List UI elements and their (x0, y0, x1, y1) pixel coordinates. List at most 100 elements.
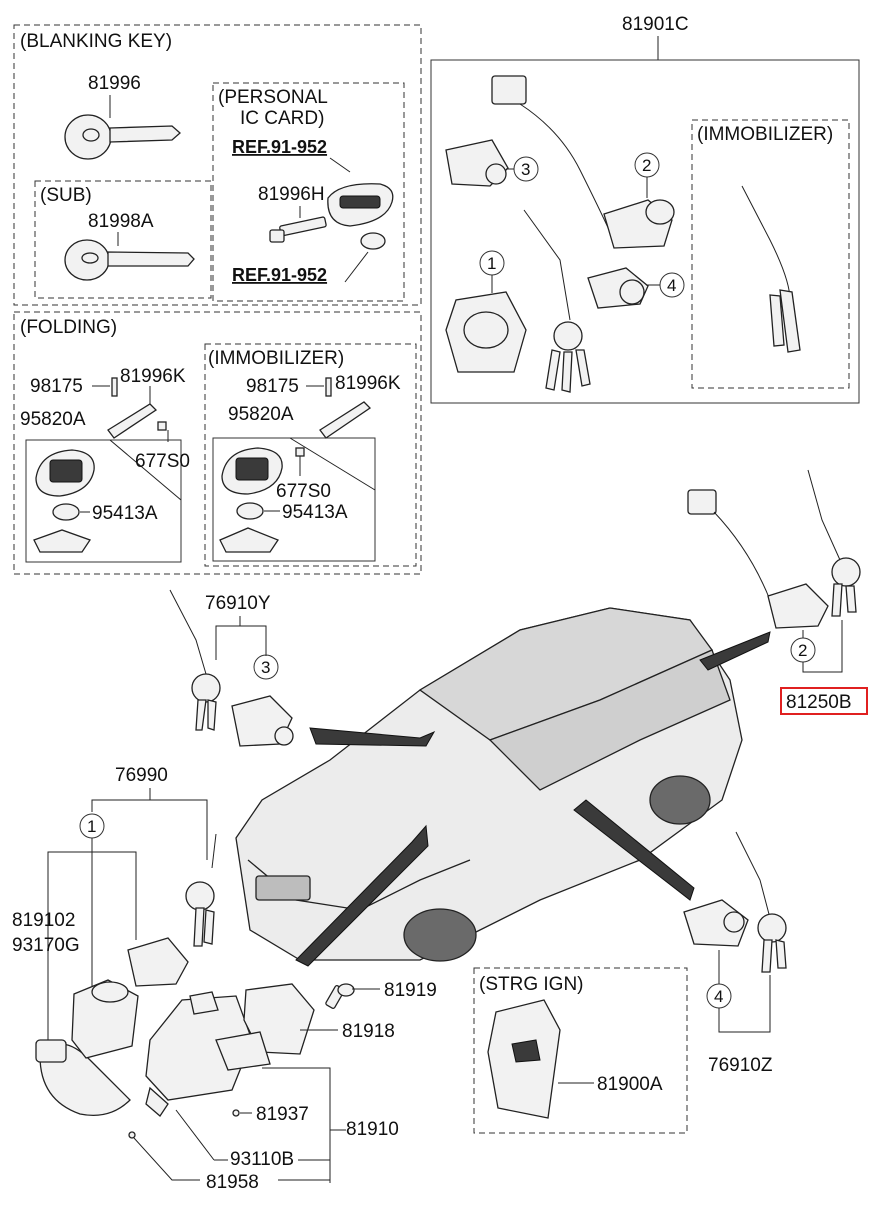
ref-91-952-bottom[interactable]: REF.91-952 (232, 265, 327, 285)
trunk-lock-81250b-part[interactable] (687, 469, 861, 629)
leader-76910y (215, 616, 267, 660)
arrow-ignition (295, 824, 429, 967)
part-677s0-label-a: 677S0 (135, 451, 190, 472)
pin-98175-a-part[interactable] (111, 377, 118, 397)
part-81937-label: 81937 (256, 1104, 309, 1125)
callout-4-top-text: 4 (667, 276, 676, 295)
leader-93110b (175, 1109, 215, 1161)
arrow-rear-door (573, 799, 695, 901)
personal-ic-card-box (212, 82, 405, 302)
part-81998a-label: 81998A (88, 211, 154, 232)
part-81958-label: 81958 (206, 1172, 259, 1193)
part-76910z-label: 76910Z (708, 1055, 773, 1076)
folding-key-fob-b-part[interactable] (221, 447, 283, 495)
immobilizer-folding-heading: (IMMOBILIZER) (208, 348, 344, 369)
part-95820a-label-a: 95820A (20, 409, 86, 430)
ref-91-952-top[interactable]: REF.91-952 (232, 137, 327, 157)
door-cylinder-76910y-part[interactable] (231, 695, 294, 747)
leader-81250b (802, 620, 843, 673)
immobilizer-folding-box (204, 343, 417, 567)
part-81250b-label: 81250B (786, 692, 852, 713)
part-76990-label: 76990 (115, 765, 168, 786)
ignition-cylinder-1-part[interactable] (71, 979, 139, 1059)
sub-key-81998a-part[interactable] (64, 239, 195, 281)
folding-key-inner-frame-b (212, 437, 376, 562)
part-93110b-label: 93110B (230, 1149, 294, 1170)
personal-ic-card-heading-1: (PERSONAL (218, 87, 328, 108)
emergency-key-blade-part[interactable] (269, 216, 327, 243)
part-81919-label: 81919 (384, 980, 437, 1001)
key-set-76910z-part[interactable] (735, 831, 787, 973)
ignition-cover-part[interactable] (127, 937, 189, 987)
callout-2-top-text: 2 (642, 156, 651, 175)
part-98175-label-a: 98175 (30, 376, 83, 397)
leader-81958 (133, 1137, 330, 1181)
sub-heading: (SUB) (40, 185, 92, 206)
part-81996k-label-b: 81996K (335, 373, 401, 394)
callout-1-top-text: 1 (487, 254, 496, 273)
part-81901c-label: 81901C (622, 14, 689, 35)
coin-battery-part[interactable] (360, 232, 386, 250)
key-set-top-part[interactable] (523, 209, 591, 393)
key-blade-81996k-b-part[interactable] (319, 401, 372, 439)
pin-98175-b-part[interactable] (325, 377, 332, 397)
ignition-switch-part[interactable] (215, 1031, 271, 1071)
leader-callout-1-ign (47, 838, 137, 1040)
leader-76990 (91, 788, 208, 860)
part-95413a-label-b: 95413A (282, 502, 348, 523)
callout-3-top-text: 3 (521, 160, 530, 179)
trunk-cylinder-2-part[interactable] (603, 199, 675, 249)
part-81996k-label-a: 81996K (120, 366, 186, 387)
part-76910y-label: 76910Y (205, 593, 271, 614)
key-set-76910y-part[interactable] (169, 589, 221, 731)
smart-key-fob-part[interactable] (327, 183, 394, 227)
door-cylinder-3-part[interactable] (445, 139, 509, 187)
blanking-key-heading: (BLANKING KEY) (20, 31, 172, 52)
sub-key-box (34, 180, 212, 299)
part-98175-label-b: 98175 (246, 376, 299, 397)
clip-677s0-a-part[interactable] (157, 421, 167, 431)
callout-3-door[interactable] (253, 654, 279, 680)
personal-ic-card-heading-2: IC CARD) (240, 108, 324, 129)
leader-ref-top (329, 157, 351, 173)
key-set-76990-part[interactable] (185, 833, 217, 947)
callout-1-ign-text: 1 (87, 817, 96, 836)
part-95820a-label-b: 95820A (228, 404, 294, 425)
immobilizer-top-heading: (IMMOBILIZER) (697, 124, 833, 145)
lock-body-81910-part[interactable] (145, 991, 253, 1117)
folding-key-box (13, 311, 422, 575)
ignition-cylinder-1-part[interactable] (445, 291, 527, 373)
steering-ignition-81900a-part[interactable] (487, 999, 561, 1119)
screw-81937-part[interactable] (232, 1109, 240, 1117)
frame-diagonal-a (109, 439, 182, 501)
part-93170g-label: 93170G (12, 935, 80, 956)
blanking-key-81996-part[interactable] (64, 114, 181, 160)
screw-81958-part[interactable] (128, 1131, 136, 1139)
fob-cover-a-part[interactable] (33, 529, 92, 553)
immobilizer-antenna-part[interactable] (741, 185, 801, 353)
clip-677s0-b-part[interactable] (295, 447, 305, 457)
connector-harness-part[interactable] (491, 75, 611, 233)
key-blade-81996k-a-part[interactable] (107, 403, 158, 439)
arrow-door-lock (309, 727, 436, 747)
ignition-bezel-part[interactable] (35, 1039, 131, 1117)
leader-ref-bottom (344, 251, 369, 283)
folding-key-inner-frame-a (25, 439, 182, 563)
bolt-81919-part[interactable] (325, 983, 355, 1009)
strg-ign-heading: (STRG IGN) (479, 974, 584, 995)
part-819102-label: 819102 (12, 910, 75, 931)
battery-95413a-a-part[interactable] (52, 503, 80, 521)
callout-3-door-text: 3 (261, 658, 270, 677)
part-81250b-highlight[interactable] (780, 687, 868, 715)
vehicle-illustration (235, 607, 743, 962)
part-81900a-label: 81900A (597, 1074, 663, 1095)
fob-cover-b-part[interactable] (219, 527, 279, 553)
frame-diagonal-b (289, 437, 376, 491)
door-cylinder-4-part[interactable] (587, 267, 649, 309)
callout-2-trunk-text: 2 (798, 641, 807, 660)
door-cylinder-76910z-part[interactable] (683, 899, 749, 947)
battery-95413a-b-part[interactable] (236, 502, 264, 520)
part-81918-label: 81918 (342, 1021, 395, 1042)
folding-key-fob-a-part[interactable] (35, 449, 95, 497)
